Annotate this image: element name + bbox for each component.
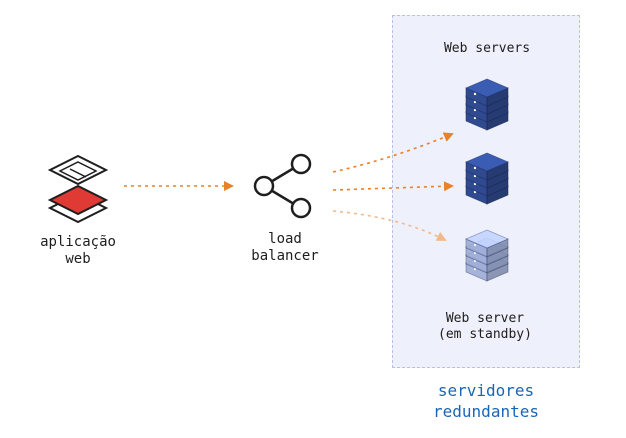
client-label-line2: web xyxy=(65,251,91,267)
caption-line2: redundantes xyxy=(433,402,539,421)
standby-label-line2: (em standby) xyxy=(438,327,532,342)
load-balancer-label-line2: balancer xyxy=(251,248,319,264)
web-servers-title: Web servers xyxy=(443,41,531,56)
server-stack-icon xyxy=(464,152,510,205)
load-balancer-label-line1: load xyxy=(268,231,302,247)
caption-line1: servidores xyxy=(437,381,535,400)
server-stack-icon xyxy=(464,229,510,282)
client-label-line1: aplicação xyxy=(40,234,116,250)
redundant-servers-caption: servidores redundantes xyxy=(392,380,580,422)
server-stack-icon xyxy=(464,78,510,131)
standby-server-label: Web server (em standby) xyxy=(405,311,565,343)
share-nodes-icon xyxy=(253,153,312,219)
load-balancer-label: load balancer xyxy=(240,231,330,265)
arrow-lb-to-standby-server xyxy=(332,210,447,241)
arrow-lb-to-server-2 xyxy=(332,181,454,192)
client-label: aplicação web xyxy=(38,234,118,268)
arrow-lb-to-server-1 xyxy=(332,132,454,173)
standby-label-line1: Web server xyxy=(445,311,525,326)
layered-stack-icon xyxy=(47,154,109,224)
